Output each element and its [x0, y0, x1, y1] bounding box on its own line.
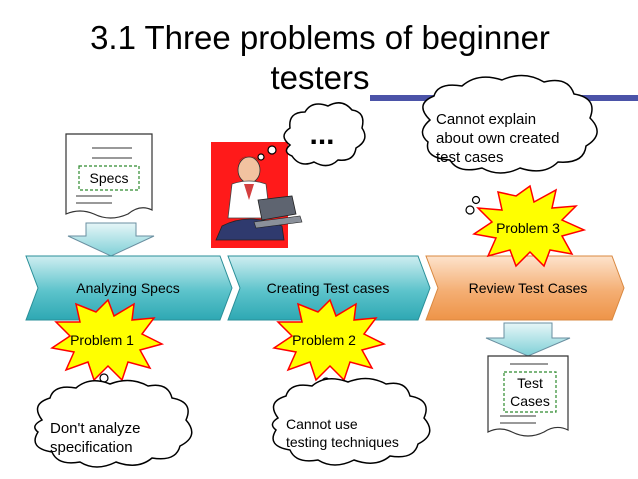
cloud-dont-analyze-line-1: Don't analyze [50, 420, 140, 437]
cloud-cannot-explain-line-1: Cannot explain [436, 111, 536, 128]
specs-document-icon: Specs [65, 133, 153, 219]
stage-creating-test-cases: Creating Test cases [227, 255, 431, 321]
cloud-dont-analyze: Don't analyze specification [34, 379, 193, 468]
cloud-dont-analyze-line-2: specification [50, 439, 133, 456]
stage-creating-test-cases-label: Creating Test cases [267, 280, 390, 296]
problem-1-label: Problem 1 [70, 332, 134, 348]
cloud-cannot-use-line-2: testing techniques [286, 434, 399, 450]
thought-bubble-text: ... [309, 118, 334, 151]
arrow-down-icon [67, 222, 155, 257]
cloud-cannot-explain: Cannot explain about own created test ca… [421, 74, 598, 174]
cloud-cannot-explain-line-2: about own created [436, 130, 559, 147]
problem-1-burst: Problem 1 [50, 298, 165, 382]
cloud-cannot-use: Cannot use testing techniques [271, 377, 431, 466]
problem-3-burst: Problem 3 [472, 184, 587, 268]
title-line-2: testers [270, 59, 370, 96]
thought-bubble: ... [257, 102, 366, 167]
test-cases-doc-line-1: Test [517, 375, 543, 391]
problem-2-label: Problem 2 [292, 332, 356, 348]
problem-3-label: Problem 3 [496, 220, 560, 236]
person-with-laptop-icon [211, 142, 303, 248]
specs-doc-label: Specs [90, 170, 129, 186]
slide-title: 3.1 Three problems of beginner testers [60, 18, 580, 98]
stage-review-test-cases: Review Test Cases [425, 255, 625, 321]
test-cases-document-icon: Test Cases [487, 355, 569, 437]
cloud-cannot-explain-line-3: test cases [436, 149, 504, 166]
cloud-cannot-use-line-1: Cannot use [286, 416, 358, 432]
arrow-down-icon [485, 322, 571, 357]
cloud-3-trail [465, 195, 481, 215]
title-line-1: 3.1 Three problems of beginner [90, 19, 550, 56]
test-cases-doc-line-2: Cases [510, 393, 550, 409]
stage-analyzing-specs-label: Analyzing Specs [76, 280, 180, 296]
stage-review-test-cases-label: Review Test Cases [469, 280, 588, 296]
